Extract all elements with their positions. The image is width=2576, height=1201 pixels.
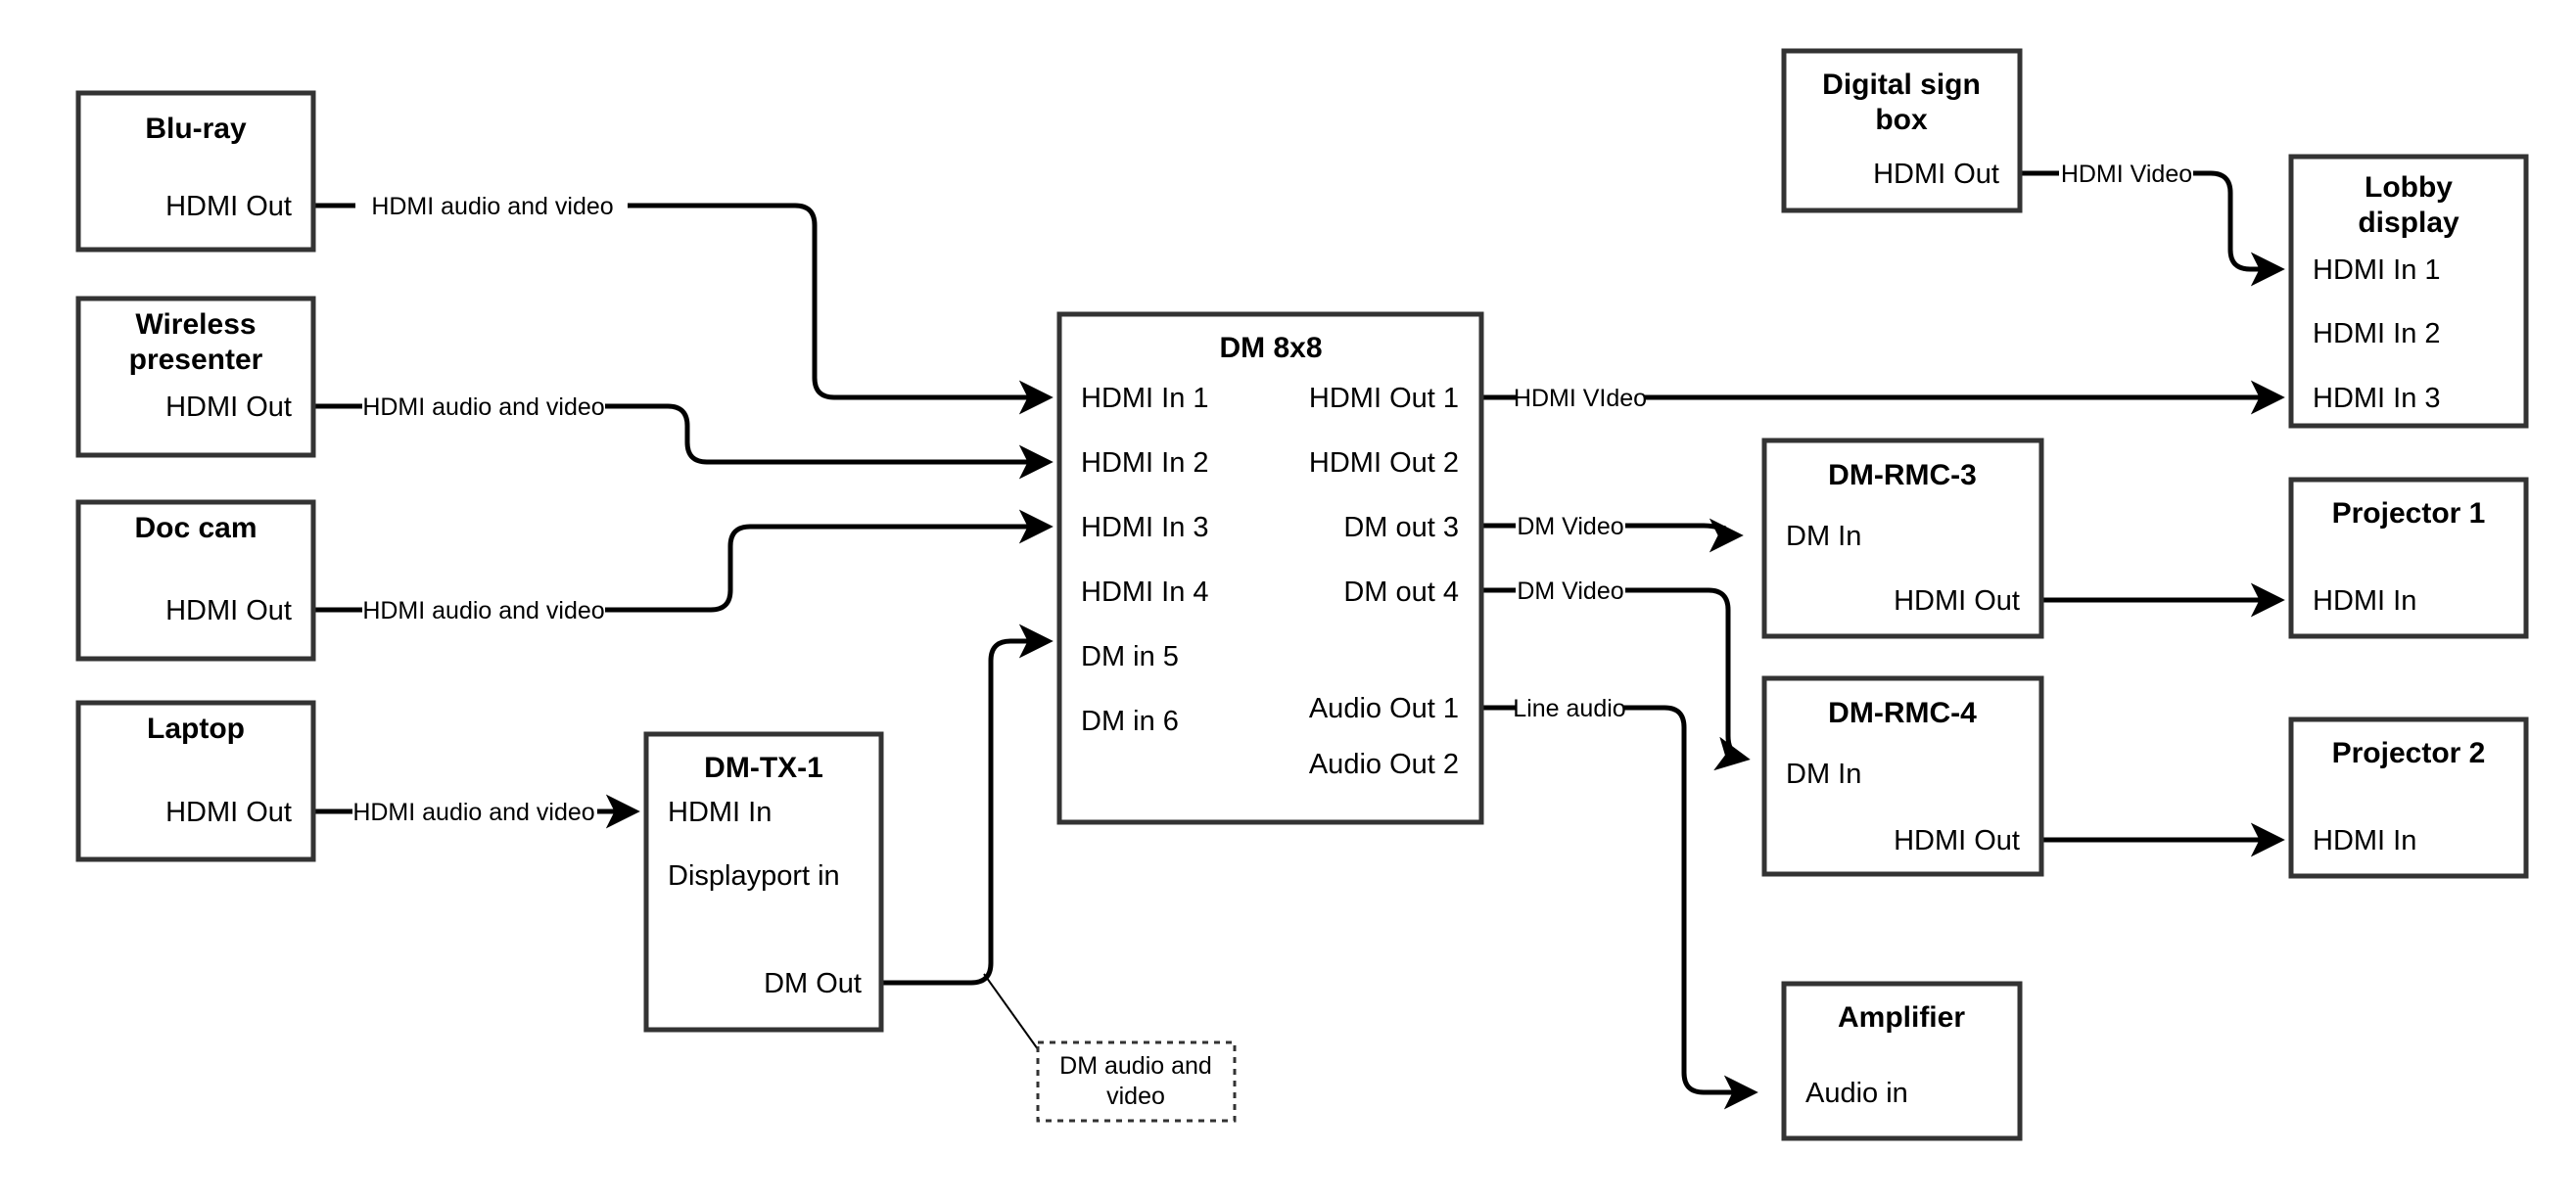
- node-dm-8x8-port-hdmi-out-1: HDMI Out 1: [1309, 383, 1459, 414]
- node-doc-cam-box[interactable]: [75, 499, 316, 662]
- edge-label-doccam: HDMI audio and video: [362, 597, 604, 624]
- node-dm-8x8-port-dm-out-4: DM out 4: [1343, 577, 1459, 608]
- node-lobby-display-port-hdmi-in-3: HDMI In 3: [2313, 383, 2441, 414]
- edge-label-dm-video-out3: DM Video: [1517, 513, 1623, 540]
- edge-label-wireless: HDMI audio and video: [362, 393, 604, 421]
- node-dm-rmc-3[interactable]: DM-RMC-3 DM In HDMI Out: [1761, 438, 2044, 639]
- node-dm-rmc-4-box[interactable]: [1761, 675, 2044, 877]
- node-wireless-presenter-port-hdmi-out: HDMI Out: [165, 392, 292, 423]
- edge-label-line-audio: Line audio: [1513, 695, 1625, 722]
- edge-note-leader: [983, 973, 1039, 1050]
- node-lobby-display-port-hdmi-in-1: HDMI In 1: [2313, 254, 2441, 286]
- node-dm-8x8-port-hdmi-in-1: HDMI In 1: [1081, 383, 1209, 414]
- node-digital-sign-box-title-l1: Digital sign: [1822, 69, 1981, 101]
- node-bluray-title: Blu-ray: [145, 113, 247, 145]
- node-laptop-box[interactable]: [75, 700, 316, 862]
- node-digital-sign-box-box[interactable]: [1781, 48, 2023, 213]
- node-digital-sign-box-port-hdmi-out: HDMI Out: [1873, 159, 1999, 190]
- node-wireless-presenter-box[interactable]: [75, 296, 316, 458]
- edge-doccam-to-dm8x8: [313, 527, 1048, 613]
- node-dm-tx-1[interactable]: DM-TX-1 HDMI In Displayport in DM Out: [643, 731, 884, 1033]
- node-projector-1-title: Projector 1: [2332, 497, 2486, 530]
- node-projector-2-title: Projector 2: [2332, 737, 2486, 769]
- node-dm-tx-1-port-displayport-in: Displayport in: [668, 860, 840, 892]
- edge-label-laptop: HDMI audio and video: [352, 799, 594, 826]
- node-lobby-display-port-hdmi-in-2: HDMI In 2: [2313, 318, 2441, 349]
- node-dm-8x8-box[interactable]: [1056, 311, 1484, 825]
- node-dm-8x8-port-hdmi-out-2: HDMI Out 2: [1309, 447, 1459, 479]
- node-amplifier-box[interactable]: [1781, 981, 2023, 1141]
- edge-bluray-to-dm8x8: [196, 203, 1048, 397]
- node-dm-8x8-port-audio-out-1: Audio Out 1: [1309, 693, 1459, 724]
- node-dm-rmc-3-title: DM-RMC-3: [1828, 459, 1977, 491]
- node-projector-1-box[interactable]: [2288, 477, 2529, 639]
- node-lobby-display-box[interactable]: [2288, 154, 2529, 429]
- edge-dm8x8-to-amplifier: [1481, 705, 1753, 1092]
- node-laptop-port-hdmi-out: HDMI Out: [165, 797, 292, 828]
- node-wireless-presenter[interactable]: Wireless presenter HDMI Out: [75, 296, 316, 458]
- node-wireless-presenter-title-l1: Wireless: [135, 308, 256, 341]
- edge-label-hdmi-video-out1: HDMI VIdeo: [1514, 385, 1647, 412]
- node-dm-rmc-3-port-hdmi-out: HDMI Out: [1894, 585, 2020, 617]
- node-wireless-presenter-title-l2: presenter: [129, 344, 263, 376]
- node-amplifier-port-audio-in: Audio in: [1805, 1078, 1908, 1109]
- node-dm-rmc-4-port-hdmi-out: HDMI Out: [1894, 825, 2020, 856]
- node-doc-cam[interactable]: Doc cam HDMI Out: [75, 499, 316, 662]
- edge-digitalsign-to-lobby: [2020, 170, 2279, 269]
- node-dm-tx-1-title: DM-TX-1: [704, 752, 823, 784]
- node-bluray-box[interactable]: [75, 90, 316, 253]
- node-projector-2-box[interactable]: [2288, 716, 2529, 879]
- node-dm-8x8-title: DM 8x8: [1219, 332, 1322, 364]
- edge-label-hdmi-video-sign: HDMI Video: [2061, 161, 2192, 188]
- node-digital-sign-box[interactable]: Digital sign box HDMI Out: [1781, 48, 2023, 213]
- node-dm-rmc-4-title: DM-RMC-4: [1828, 697, 1977, 729]
- edge-dm8x8-to-dmrmc3: [1481, 526, 1738, 535]
- node-dm-8x8-port-audio-out-2: Audio Out 2: [1309, 749, 1459, 780]
- note-dm-audio-and-video-line-1: DM audio and: [1059, 1052, 1212, 1080]
- edge-label-bluray: HDMI audio and video: [371, 193, 613, 220]
- node-dm-8x8-port-hdmi-in-3: HDMI In 3: [1081, 512, 1209, 543]
- note-dm-audio-and-video-line-2: video: [1106, 1083, 1165, 1110]
- node-amplifier[interactable]: Amplifier Audio in: [1781, 981, 2023, 1141]
- node-dm-rmc-4[interactable]: DM-RMC-4 DM In HDMI Out: [1761, 675, 2044, 877]
- node-dm-tx-1-box[interactable]: [643, 731, 884, 1033]
- edge-dm8x8-to-dmrmc4: [1481, 587, 1745, 759]
- note-dm-audio-and-video-box: [1036, 1040, 1237, 1123]
- node-projector-2-port-hdmi-in: HDMI In: [2313, 825, 2416, 856]
- node-dm-rmc-3-box[interactable]: [1761, 438, 2044, 639]
- edge-label-dm-video-out4: DM Video: [1517, 577, 1623, 605]
- node-dm-rmc-4-port-dm-in: DM In: [1786, 759, 1861, 790]
- node-laptop-title: Laptop: [147, 713, 245, 745]
- node-digital-sign-box-title-l2: box: [1875, 104, 1928, 136]
- node-dm-tx-1-port-hdmi-in: HDMI In: [668, 797, 772, 828]
- node-projector-2[interactable]: Projector 2 HDMI In: [2288, 716, 2529, 879]
- node-dm-8x8-port-dm-out-3: DM out 3: [1343, 512, 1459, 543]
- node-dm-8x8-port-hdmi-in-2: HDMI In 2: [1081, 447, 1209, 479]
- node-lobby-display-title-l2: display: [2358, 207, 2459, 239]
- node-bluray-port-hdmi-out: HDMI Out: [165, 191, 292, 222]
- node-lobby-display[interactable]: Lobby display HDMI In 1 HDMI In 2 HDMI I…: [2288, 154, 2529, 429]
- node-dm-8x8[interactable]: DM 8x8 HDMI In 1 HDMI In 2 HDMI In 3 HDM…: [1056, 311, 1484, 825]
- node-projector-1[interactable]: Projector 1 HDMI In: [2288, 477, 2529, 639]
- node-dm-8x8-port-hdmi-in-4: HDMI In 4: [1081, 577, 1209, 608]
- node-doc-cam-title: Doc cam: [134, 512, 257, 544]
- node-doc-cam-port-hdmi-out: HDMI Out: [165, 595, 292, 626]
- node-dm-rmc-3-port-dm-in: DM In: [1786, 521, 1861, 552]
- note-dm-audio-and-video: DM audio and video: [1036, 1040, 1237, 1123]
- node-bluray[interactable]: Blu-ray HDMI Out: [75, 90, 316, 253]
- edge-wireless-to-dm8x8: [313, 403, 1048, 462]
- node-dm-8x8-port-dm-in-6: DM in 6: [1081, 706, 1179, 737]
- node-projector-1-port-hdmi-in: HDMI In: [2313, 585, 2416, 617]
- node-amplifier-title: Amplifier: [1838, 1001, 1965, 1034]
- node-lobby-display-title-l1: Lobby: [2365, 171, 2453, 204]
- node-dm-8x8-port-dm-in-5: DM in 5: [1081, 641, 1179, 672]
- edge-dmtx1-to-dm8x8: [883, 624, 1054, 986]
- node-laptop[interactable]: Laptop HDMI Out: [75, 700, 316, 862]
- node-dm-tx-1-port-dm-out: DM Out: [764, 968, 862, 999]
